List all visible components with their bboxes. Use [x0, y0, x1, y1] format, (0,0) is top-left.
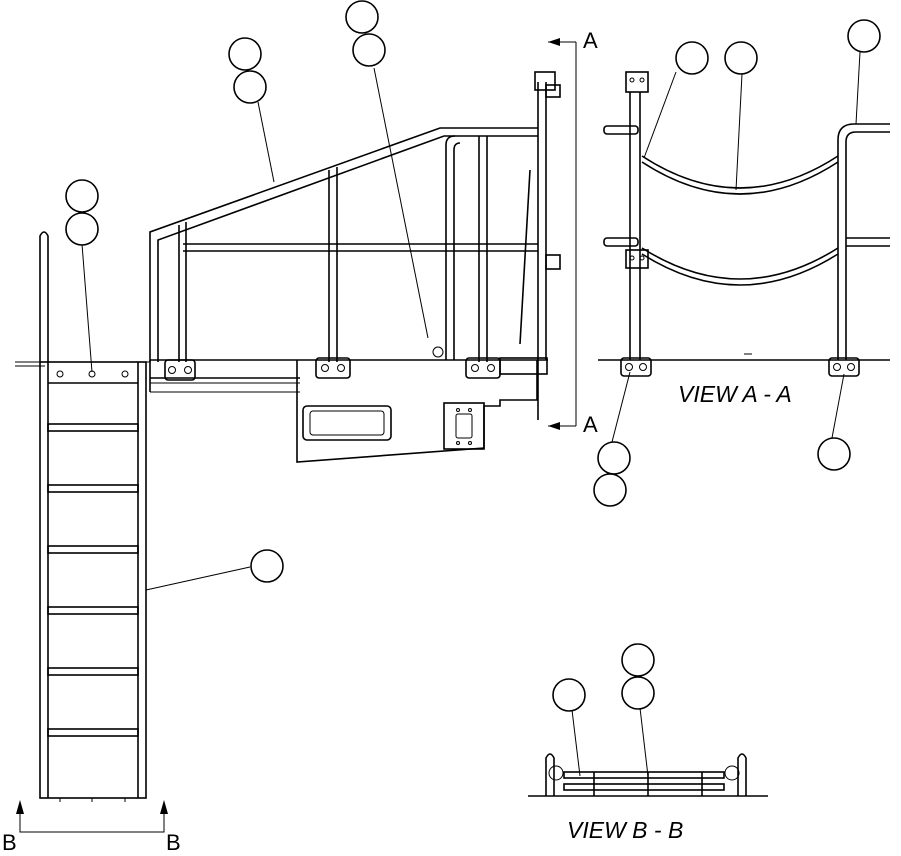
callout-balloon — [345, 0, 379, 34]
callout-balloon — [352, 33, 386, 67]
callout-balloon — [552, 678, 586, 712]
callout-balloons — [65, 0, 881, 712]
callout-balloon — [233, 70, 267, 104]
view-a-a: VIEW A - A — [598, 71, 890, 407]
callout-balloon — [65, 179, 99, 213]
section-label-a-top: A — [583, 28, 598, 53]
view-b-b: VIEW B - B — [528, 753, 768, 843]
callout-balloon — [228, 37, 262, 71]
section-a-indicator: A A — [548, 28, 598, 437]
callout-balloon — [847, 19, 881, 53]
callout-balloon — [593, 473, 627, 507]
callout-balloon — [675, 41, 709, 75]
ladder-rungs — [47, 423, 139, 737]
view-b-b-title: VIEW B - B — [567, 817, 683, 843]
callout-balloon — [621, 676, 655, 710]
callout-balloon — [621, 643, 655, 677]
leader-lines — [81, 51, 861, 777]
view-a-a-title: VIEW A - A — [678, 381, 792, 407]
ladder-assembly — [39, 231, 147, 802]
section-label-b-right: B — [166, 830, 181, 851]
callout-balloon — [65, 212, 99, 246]
section-b-indicator: B B — [2, 800, 181, 855]
callout-balloon — [724, 41, 758, 75]
callout-balloon — [597, 441, 631, 475]
section-label-a-bottom: A — [583, 412, 598, 437]
callout-balloon — [250, 549, 284, 583]
section-label-b-left: B — [2, 830, 17, 851]
callout-balloon — [817, 437, 851, 471]
platform-assembly — [15, 71, 561, 463]
